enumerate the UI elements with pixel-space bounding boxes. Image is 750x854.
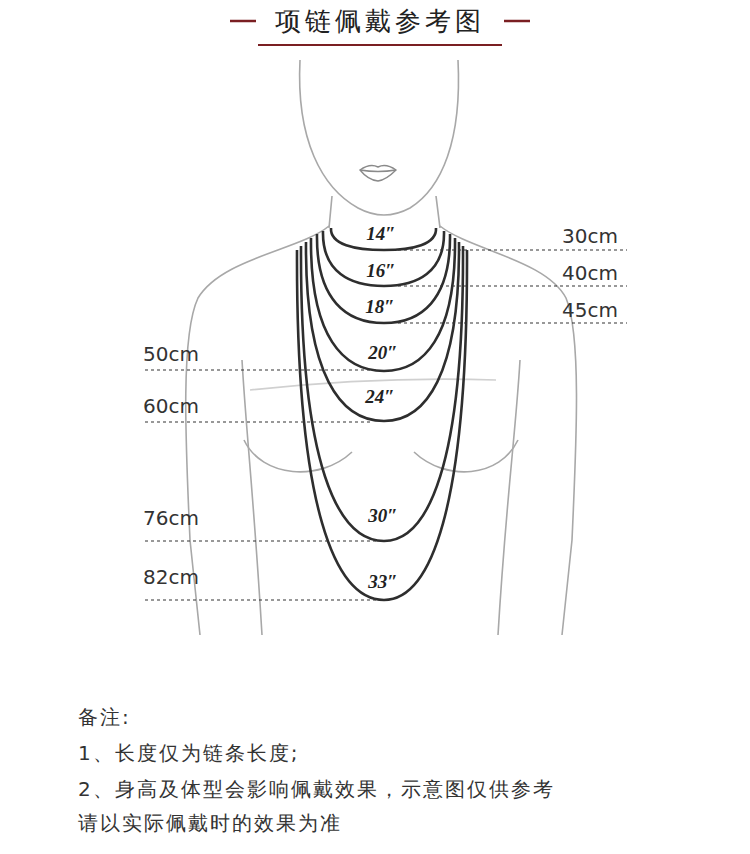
length-cm: 45cm [562,298,618,322]
necklace-chain [311,238,455,371]
necklace-chain [317,234,450,323]
length-cm: 82cm [143,565,199,589]
note-text: 1、长度仅为链条长度; [78,736,299,770]
note-text: 2、身高及体型会影响佩戴效果，示意图仅供参考 请以实际佩戴时的效果为准 [78,772,678,840]
length-inch: 30″ [368,505,398,527]
length-cm: 50cm [143,342,199,366]
necklace-chain [306,242,459,421]
necklace-chain [297,250,467,600]
length-inch: 33″ [368,571,398,593]
length-cm: 40cm [562,261,618,285]
necklace-chain [301,246,463,541]
length-inch: 16″ [366,260,396,282]
length-inch: 14″ [366,223,396,245]
length-cm: 60cm [143,394,199,418]
length-inch: 24″ [365,386,395,408]
length-cm: 30cm [562,224,618,248]
length-cm: 76cm [143,506,199,530]
note-heading: 备注: [78,700,131,734]
title: 项链佩戴参考图 [275,4,485,39]
length-inch: 18″ [365,296,395,318]
length-inch: 20″ [368,342,398,364]
